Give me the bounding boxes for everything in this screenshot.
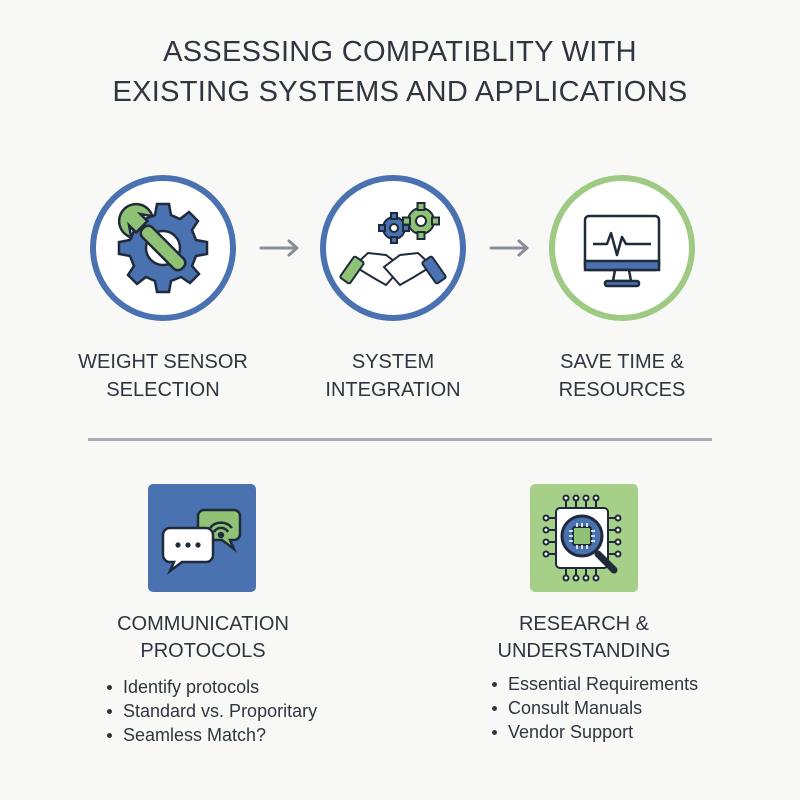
list-item: Vendor Support xyxy=(492,720,698,744)
list-item: Consult Manuals xyxy=(492,696,698,720)
card-title-communication: COMMUNICATION PROTOCOLS xyxy=(117,613,289,662)
step-system-integration-circle xyxy=(320,175,466,321)
chip-magnifier-icon xyxy=(542,494,622,582)
monitor-heartbeat-icon xyxy=(583,214,661,288)
communication-tile xyxy=(148,484,256,592)
step-label-system-integration: SYSTEM INTEGRATION xyxy=(325,351,461,401)
arrow-right-icon xyxy=(489,239,529,257)
research-tile xyxy=(530,484,638,592)
step-weight-sensor-circle xyxy=(90,175,236,321)
gear-wrench-icon xyxy=(117,202,209,294)
page-title: ASSESSING COMPATIBLITY WITH EXISTING SYS… xyxy=(0,32,800,112)
section-divider xyxy=(88,438,712,441)
communication-bullet-list: Identify protocols Standard vs. Proporit… xyxy=(107,675,317,747)
card-title-research: RESEARCH & UNDERSTANDING xyxy=(497,613,671,662)
chat-wifi-icon xyxy=(161,508,242,575)
list-item: Seamless Match? xyxy=(107,723,317,747)
step-save-time-circle xyxy=(549,175,695,321)
list-item: Essential Requirements xyxy=(492,672,698,696)
title-line-1: ASSESSING COMPATIBLITY WITH xyxy=(163,36,637,68)
research-bullet-list: Essential Requirements Consult Manuals V… xyxy=(492,672,698,744)
arrow-right-icon xyxy=(259,239,299,257)
list-item: Standard vs. Proporitary xyxy=(107,699,317,723)
title-line-2: EXISTING SYSTEMS AND APPLICATIONS xyxy=(112,76,688,108)
list-item: Identify protocols xyxy=(107,675,317,699)
handshake-gears-icon xyxy=(339,202,447,287)
step-label-save-time: SAVE TIME & RESOURCES xyxy=(558,351,686,401)
step-label-weight-sensor: WEIGHT SENSOR SELECTION xyxy=(78,351,248,401)
